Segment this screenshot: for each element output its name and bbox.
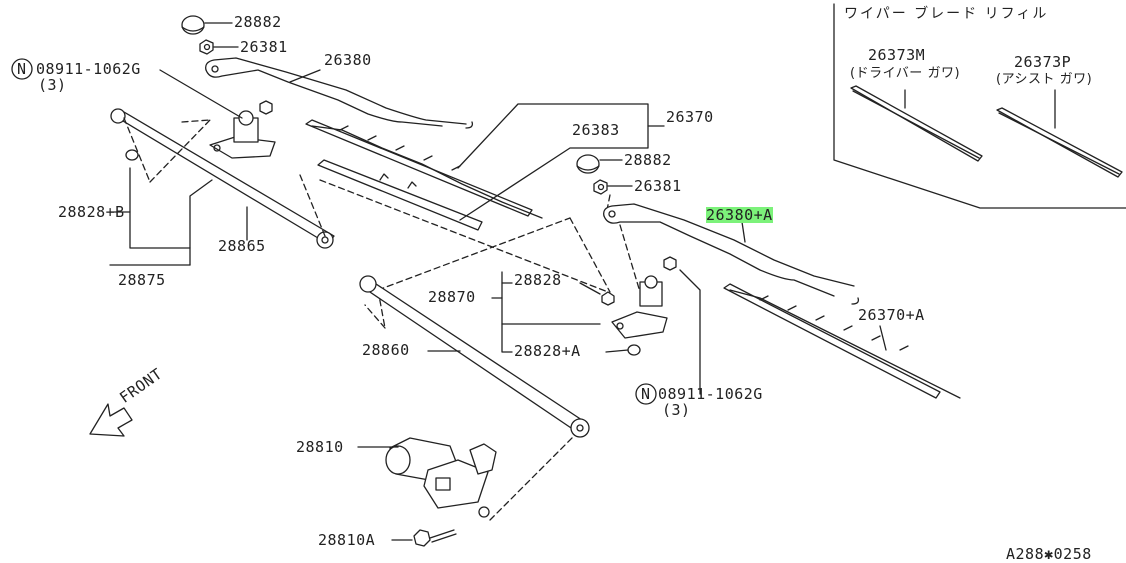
dashed-guides [123,117,641,521]
nut-26381-top [199,39,214,55]
label-28828: 28828 [514,271,562,289]
pivot-right [611,256,677,339]
label-bolt-left-qty: (3) [38,76,67,94]
label-26373P-note: (アシスト ガワ) [996,72,1093,87]
wiper-blade-left [305,119,543,219]
label-bolt-right: 08911-1062G [658,385,763,403]
refill-blade-driver [850,85,983,162]
label-28875: 28875 [118,271,166,289]
circled-n-left [11,58,33,80]
link-28860 [359,275,590,438]
label-28810A: 28810A [318,531,376,549]
label-28860: 28860 [362,341,410,359]
label-28882-top: 28882 [234,13,282,31]
front-arrow [89,403,133,437]
nut-26381-mid [593,179,608,195]
label-26373M-note: (ドライバー ガワ) [850,66,961,81]
label-26373P: 26373P [1014,53,1072,71]
refill-inset-border [833,3,1126,209]
bushing-28828A [627,344,641,356]
label-26373M: 26373M [868,46,926,64]
label-28810: 28810 [296,438,344,456]
wiper-arm-26380A [603,203,860,305]
motor-28810 [385,437,497,518]
circled-n-right-glyph: N [641,385,651,403]
label-26381-mid: 26381 [634,177,682,195]
nut-28828 [601,291,615,306]
label-26370: 26370 [666,108,714,126]
label-26380A: 26380+A [706,206,773,224]
cap-28882-mid [576,154,600,174]
wiper-blade-right [723,283,961,399]
circled-n-right [635,383,657,405]
wiper-arm-26380 [205,57,474,129]
spoiler-26383 [317,159,483,231]
label-bolt-right-qty: (3) [662,401,691,419]
refill-blade-assist [996,107,1123,178]
refill-title: ワイパー ブレード リフィル [844,6,1049,22]
label-26381-top: 26381 [240,38,288,56]
bushing-28828B [125,149,139,161]
pivot-left [209,100,276,159]
label-28882-mid: 28882 [624,151,672,169]
label-26380: 26380 [324,51,372,69]
link-28865 [110,108,335,249]
circled-n-left-glyph: N [17,60,27,78]
cap-28882-top [181,15,205,35]
label-bolt-left: 08911-1062G [36,60,141,78]
label-26383: 26383 [572,121,620,139]
bolt-28810A [413,529,457,547]
label-28828B: 28828+B [58,203,125,221]
label-28865: 28865 [218,237,266,255]
label-26370A: 26370+A [858,306,925,324]
diagram-code: A288✱0258 [1006,545,1092,563]
label-28828A: 28828+A [514,342,581,360]
label-28870: 28870 [428,288,476,306]
